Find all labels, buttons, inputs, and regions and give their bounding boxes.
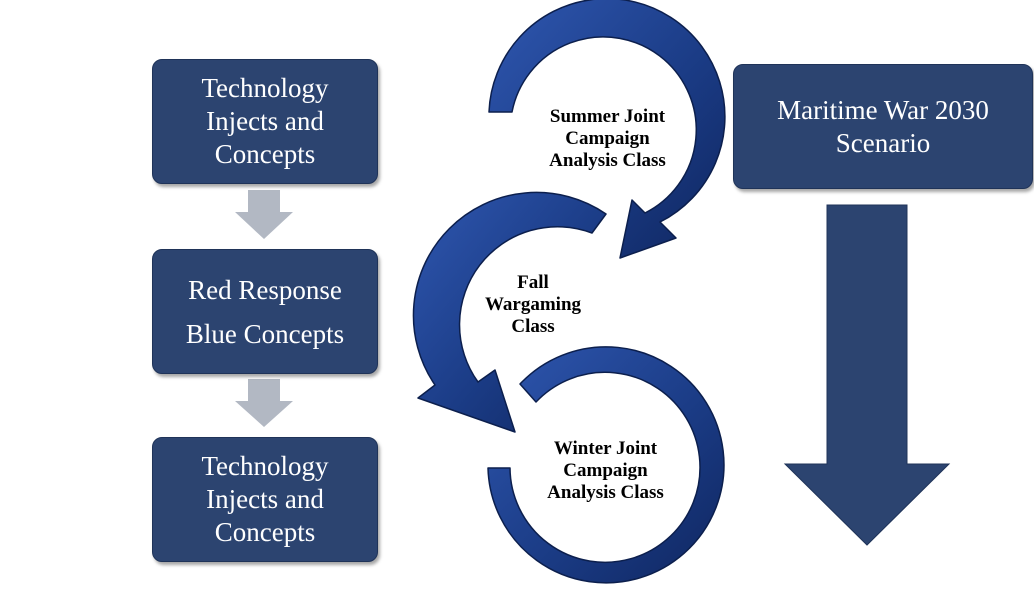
- cycle-arrows: [412, 0, 726, 584]
- big-down-arrow: [783, 204, 951, 546]
- gray-down-arrow-2: [235, 379, 293, 427]
- red-blue-response-box: Red Response Blue Concepts: [152, 249, 378, 374]
- fall-class-label: Fall Wargaming Class: [484, 272, 582, 337]
- technology-injects-box-bottom: Technology Injects and Concepts: [152, 437, 378, 562]
- arc-arrow-winter: [487, 346, 725, 584]
- winter-class-label: Winter Joint Campaign Analysis Class: [547, 438, 664, 503]
- arc-arrow-summer: [488, 0, 726, 259]
- gray-down-arrow-1: [235, 190, 293, 239]
- scenario-box: Maritime War 2030 Scenario: [733, 64, 1033, 189]
- summer-class-label: Summer Joint Campaign Analysis Class: [549, 106, 666, 171]
- arc-arrow-fall: [412, 191, 607, 433]
- technology-injects-box-top: Technology Injects and Concepts: [152, 59, 378, 184]
